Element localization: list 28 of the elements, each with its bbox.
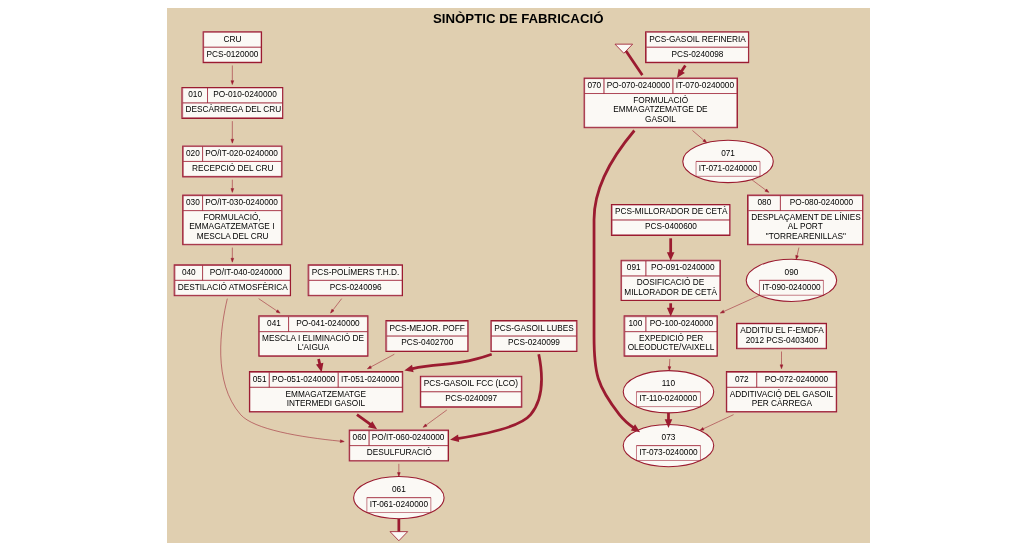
arrow <box>220 298 344 443</box>
arrow <box>691 130 707 143</box>
node-triangle <box>614 43 633 54</box>
arrow <box>666 303 674 317</box>
connector <box>396 518 400 532</box>
arrow <box>449 354 543 443</box>
arrow <box>396 463 400 477</box>
arrow <box>230 247 234 263</box>
arrow <box>422 409 447 428</box>
arrow <box>666 238 674 261</box>
connector <box>624 50 643 76</box>
diagram-title: SINÒPTIC DE FABRICACIÓ <box>432 10 603 26</box>
node-triangle <box>389 531 408 542</box>
arrow <box>667 358 671 371</box>
arrow <box>366 353 395 370</box>
arrow <box>750 179 769 193</box>
arrow <box>794 247 799 260</box>
arrow <box>230 120 234 144</box>
arrow <box>329 298 342 314</box>
arrow <box>230 65 234 85</box>
arrow <box>355 413 377 430</box>
arrow <box>699 414 734 431</box>
arrow <box>719 295 760 314</box>
arrow <box>230 179 234 193</box>
arrow <box>403 352 492 373</box>
arrow <box>779 351 783 369</box>
arrow <box>257 298 280 314</box>
arrow <box>592 129 640 433</box>
